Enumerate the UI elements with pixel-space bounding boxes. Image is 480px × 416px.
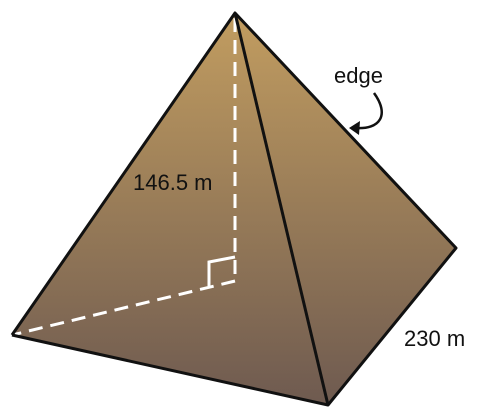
hidden-base-edge-dashed xyxy=(11,279,236,337)
height-label: 146.5 m xyxy=(133,170,213,195)
edge-arrowhead xyxy=(349,121,360,135)
right-angle-marker xyxy=(207,255,236,286)
pyramid-left-face xyxy=(12,13,328,405)
pyramid-outline xyxy=(10,11,458,407)
pyramid-right-face xyxy=(235,13,456,405)
base-length-label: 230 m xyxy=(404,326,465,351)
edge-pointer-arrow xyxy=(354,92,383,130)
edge-label: edge xyxy=(334,63,383,88)
front-edge xyxy=(233,12,330,406)
